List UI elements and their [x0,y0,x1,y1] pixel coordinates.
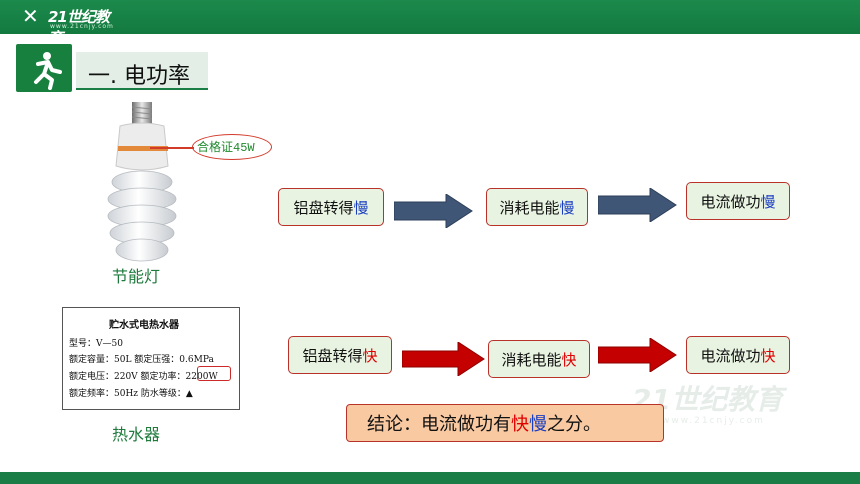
fast-arrow-icon [598,338,677,372]
box-keyword: 慢 [353,198,369,217]
fast-work-box: 电流做功快 [686,336,790,374]
conclusion-slow: 慢 [529,414,547,435]
conclusion-fast: 快 [511,414,529,435]
logo-mark: ✕ [22,4,39,28]
fast-disk-box: 铝盘转得快 [288,336,392,374]
box-text: 铝盘转得 [293,198,354,217]
box-text: 消耗电能 [499,198,560,217]
top-bar [0,0,860,34]
conclusion-suffix: 之分。 [547,414,601,435]
nameplate-line: 额定频率：50Hz 防水等级：▲ [69,389,193,399]
logo-brand: 21世纪教育 [48,8,110,47]
box-keyword: 慢 [559,198,575,217]
box-keyword: 快 [561,350,577,369]
conclusion-box: 结论：电流做功有快慢之分。 [346,404,664,442]
nameplate-title: 贮水式电热水器 [109,320,179,331]
bottom-bar [0,472,860,484]
fast-energy-box: 消耗电能快 [488,340,590,378]
slow-arrow-icon [598,188,677,222]
cert-label: 合格证45W [197,141,255,155]
power-highlight-box [197,366,231,381]
cert-pointer-line [150,147,194,149]
fast-arrow-icon [402,342,485,376]
section-title: 一. 电功率 [88,64,190,89]
slow-work-box: 电流做功慢 [686,182,790,220]
heater-label: 热水器 [112,425,161,444]
nameplate-line: 型号：V—50 [69,339,123,349]
nameplate-line: 额定容量：50L 额定压强：0.6MPa [69,355,214,365]
box-keyword: 快 [362,346,378,365]
logo-url: www.21cnjy.com [50,23,114,30]
bulb-label: 节能灯 [112,267,161,286]
nameplate-line: 额定电压：220V 额定功率：2200W [69,372,218,382]
slow-arrow-icon [394,194,473,228]
runner-icon [16,44,72,92]
watermark-url: www.21cnjy.com [662,416,765,426]
slow-disk-box: 铝盘转得慢 [278,188,384,226]
section-heading: 一. 电功率 [16,44,208,94]
site-logo[interactable]: ✕ 21世纪教育 www.21cnjy.com [22,4,122,47]
conclusion-prefix: 结论：电流做功有 [367,414,511,435]
slow-energy-box: 消耗电能慢 [486,188,588,226]
box-text: 铝盘转得 [302,346,363,365]
box-text: 电流做功 [700,346,761,365]
heater-nameplate: 贮水式电热水器 型号：V—50 额定容量：50L 额定压强：0.6MPa 额定电… [62,307,240,410]
cert-highlight-oval [192,134,272,160]
section-heading-band [76,52,208,90]
box-keyword: 慢 [760,192,776,211]
box-text: 电流做功 [700,192,761,211]
box-text: 消耗电能 [501,350,562,369]
energy-saving-bulb-image [107,102,177,262]
box-keyword: 快 [760,346,776,365]
